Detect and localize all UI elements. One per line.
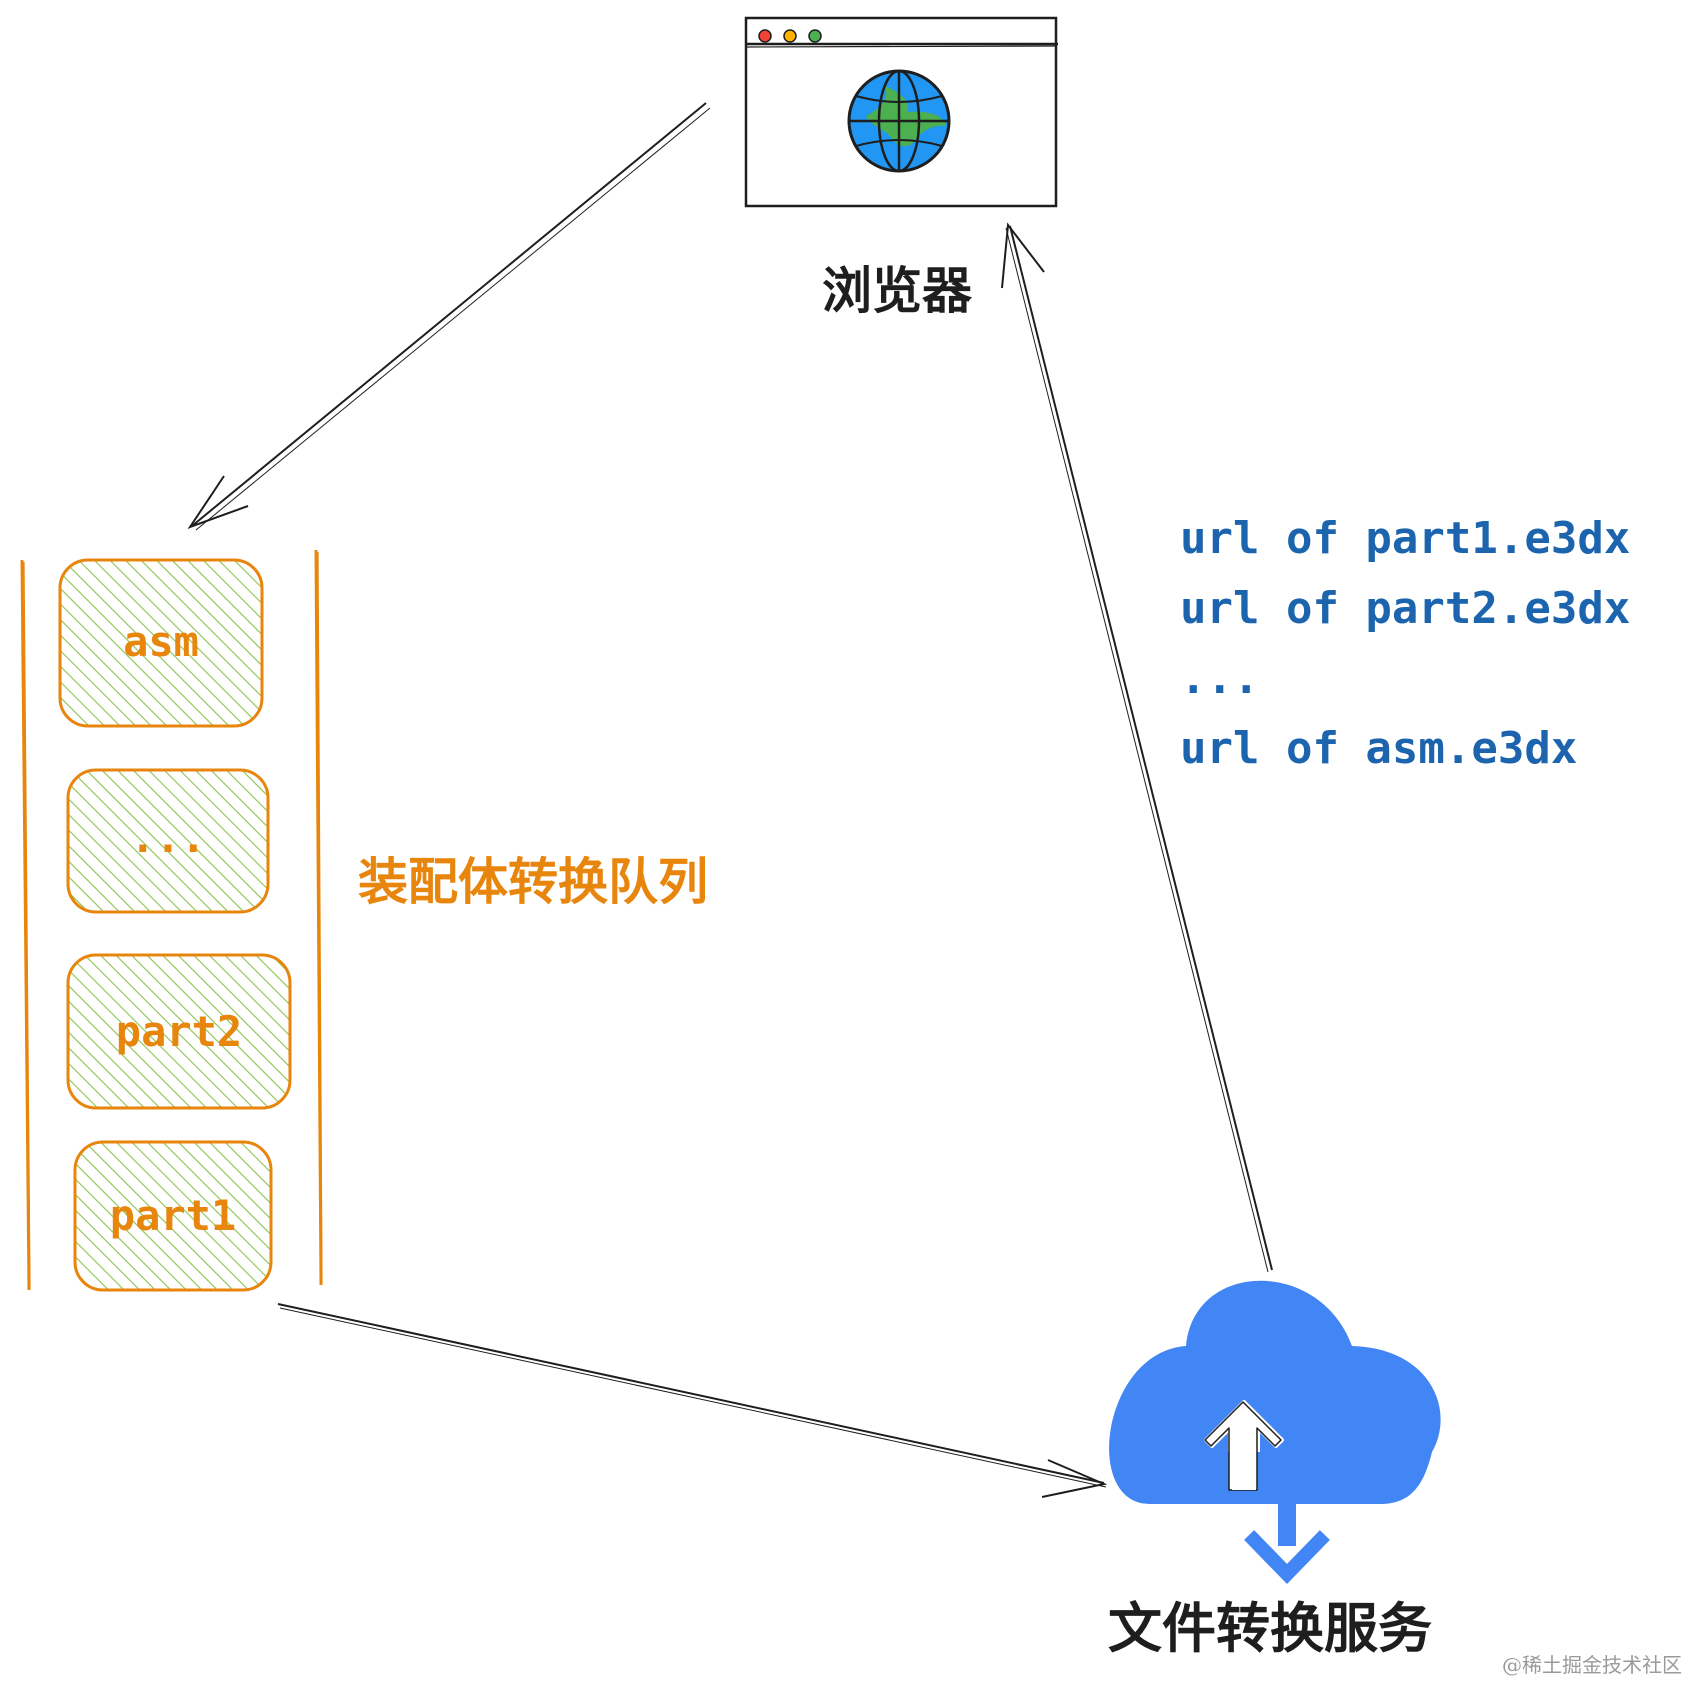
arrow-service-to-browser: [1001, 222, 1273, 1273]
url-line: url of asm.e3dx: [1180, 723, 1577, 774]
url-line: url of part2.e3dx: [1180, 583, 1630, 634]
queue-item-part1: part1: [73, 1140, 273, 1292]
cloud-sync-icon: [1109, 1280, 1441, 1585]
queue-left-border: [20, 559, 31, 1291]
browser-window-icon: [744, 16, 1058, 208]
url-list: url of part1.e3dx url of part2.e3dx ... …: [1180, 513, 1630, 774]
browser-minimize-dot-icon: [783, 29, 797, 43]
browser-close-dot-icon: [758, 29, 772, 43]
cloud-shape: [1109, 1280, 1441, 1504]
arrow-queue-to-service: [277, 1303, 1108, 1498]
url-line: ...: [1180, 653, 1259, 704]
queue-item-part2: part2: [66, 953, 292, 1110]
arrow-browser-to-queue: [187, 102, 711, 531]
browser-frame: [744, 16, 1058, 208]
queue-label: 装配体转换队列: [358, 853, 708, 911]
browser-maximize-dot-icon: [808, 29, 822, 43]
queue-item-label: asm: [123, 617, 199, 666]
upload-arrow-icon: [1204, 1400, 1284, 1491]
queue-item-ellipsis: ...: [66, 768, 270, 914]
queue-item-asm: asm: [58, 558, 264, 728]
globe-icon: [847, 69, 951, 173]
watermark: @稀土掘金技术社区: [1502, 1653, 1682, 1677]
service-label: 文件转换服务: [1108, 1597, 1432, 1660]
queue-item-label: part1: [110, 1191, 236, 1240]
url-line: url of part1.e3dx: [1180, 513, 1630, 564]
queue-right-border: [314, 549, 323, 1286]
browser-label: 浏览器: [822, 262, 973, 320]
conversion-queue: asm ... part2 part1: [20, 549, 323, 1292]
queue-item-label: ...: [130, 813, 206, 862]
queue-item-label: part2: [116, 1007, 242, 1056]
download-arrow-icon: [1244, 1458, 1330, 1585]
